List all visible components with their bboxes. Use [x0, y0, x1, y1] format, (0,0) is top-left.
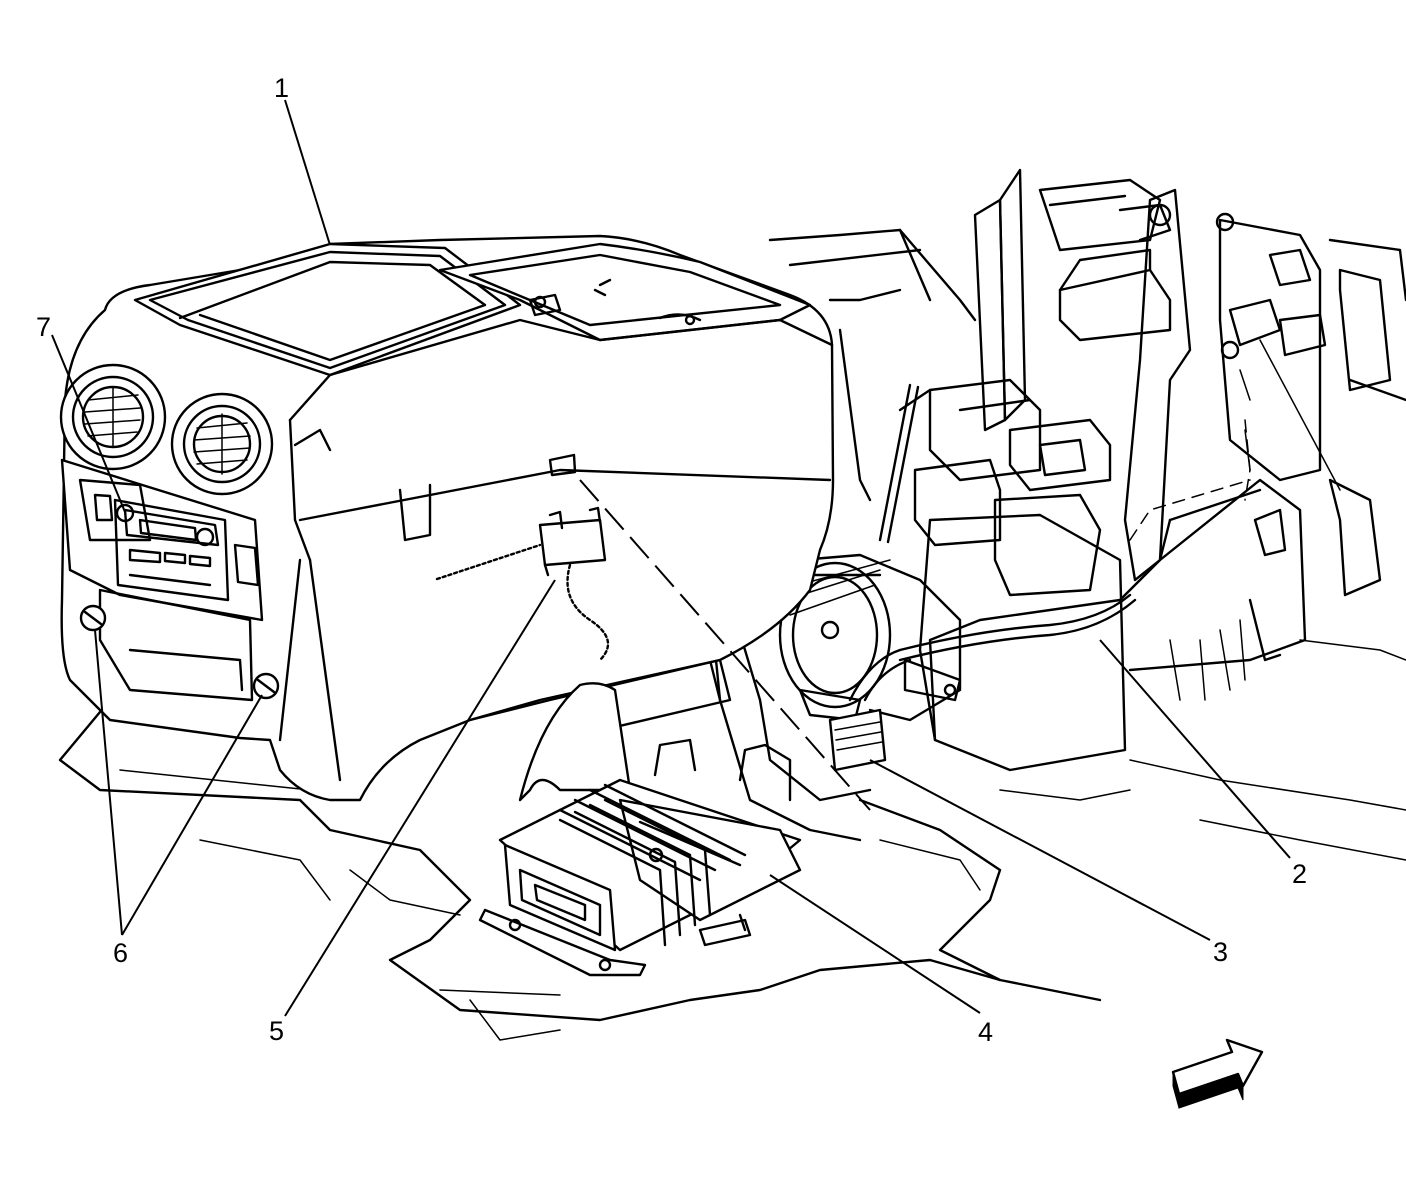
floor-pan: [58, 639, 1406, 1041]
leader-dashed: [579, 479, 871, 811]
callout-1: 1: [274, 73, 289, 103]
callout-7: 7: [36, 312, 51, 342]
leader-6a: [94, 629, 123, 936]
leader-1: [284, 99, 331, 246]
callout-2: 2: [1292, 859, 1307, 889]
console-wire-connector: [435, 506, 610, 662]
leader-4: [769, 874, 981, 1014]
forward-direction-arrow-icon: [1171, 1038, 1264, 1109]
callout-labels: 1 2 3 4 5 6 7: [36, 73, 1307, 1047]
callout-6: 6: [113, 938, 128, 968]
leader-5: [284, 579, 556, 1017]
seat-frame-assembly: [768, 168, 1406, 772]
air-vent-right-icon: [170, 392, 274, 496]
leader-6b: [121, 694, 263, 936]
leader-3: [869, 759, 1211, 941]
leader-7: [51, 334, 126, 513]
center-console: [59, 234, 835, 802]
callout-3: 3: [1213, 937, 1228, 967]
callout-5: 5: [269, 1016, 284, 1046]
console-bolt-right-icon: [252, 672, 280, 700]
air-vent-left-icon: [59, 363, 167, 471]
callout-4: 4: [978, 1017, 993, 1047]
console-bolt-left-icon: [79, 604, 107, 632]
leader-2: [1099, 639, 1291, 859]
callout-leaders: [51, 99, 1291, 1017]
electronic-module-assembly: [478, 682, 802, 977]
